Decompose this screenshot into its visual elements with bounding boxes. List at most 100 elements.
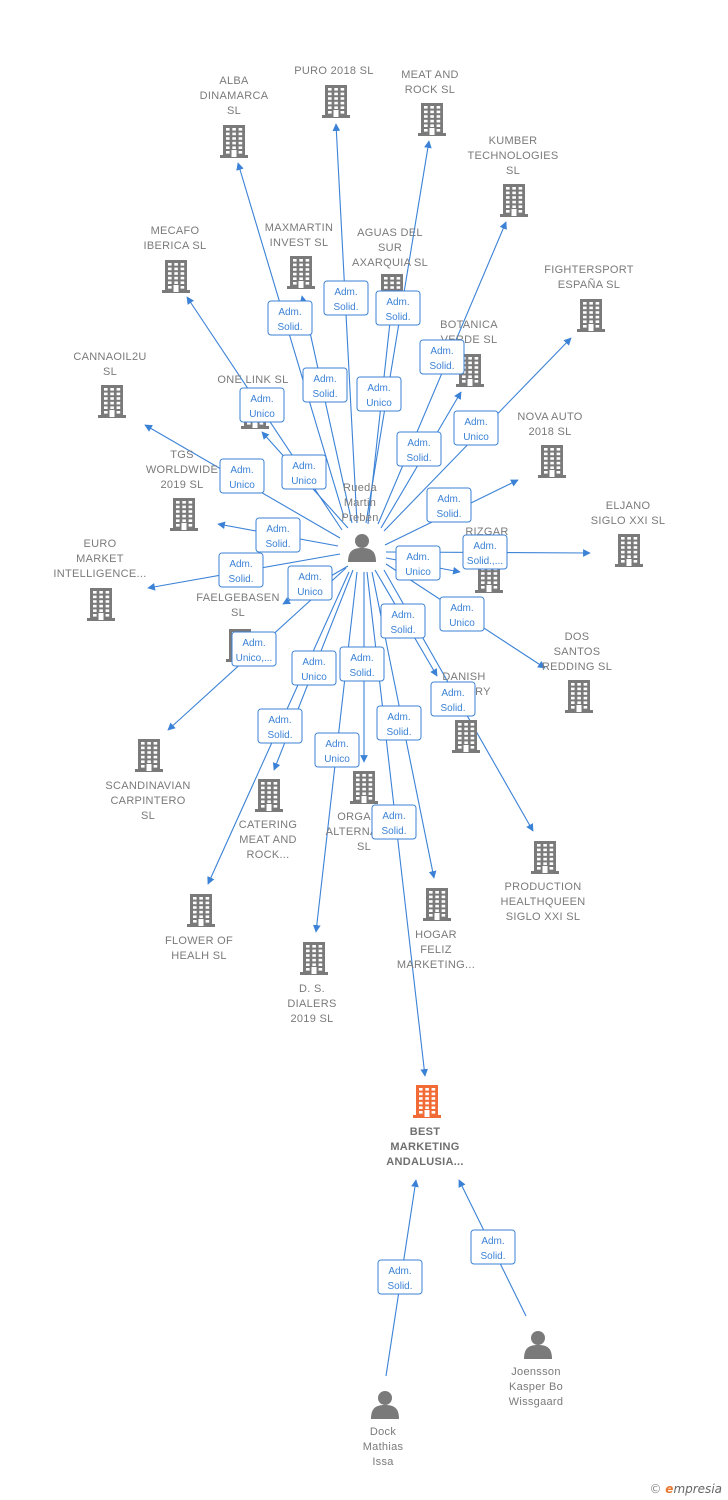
role-badge-text: Adm. [450,603,473,614]
building-icon [187,894,215,927]
role-badge-box [219,458,265,494]
role-badge-text: Unico [324,754,350,765]
role-badge-box [426,487,472,523]
brand-name: mpresia [673,1482,722,1496]
node-label: KUMBER [489,135,538,147]
role-badge-rueda-meat: Adm.Solid. [375,290,421,326]
role-badge-text: Adm. [334,287,357,298]
role-badge-text: Adm. [292,461,315,472]
node-label: INVEST SL [270,237,329,249]
company-node-euro[interactable]: EUROMARKETINTELLIGENCE... [53,538,146,621]
company-node-hogar[interactable]: HOGAR FELIZ MARKETING... [397,888,475,971]
role-badge-text: Adm. [406,552,429,563]
building-icon [135,739,163,772]
node-label: DANISH [442,671,485,683]
building-icon [162,260,190,293]
role-badge-text: Solid. [387,1281,412,1292]
role-badge-text: Adm. [325,739,348,750]
role-badge-text: Adm. [302,657,325,668]
node-label: HEALH SL [171,950,227,962]
node-label: HOGAR [415,929,457,941]
role-badge-box [255,517,301,553]
role-badge-text: Adm. [407,438,430,449]
role-badge-box [287,565,333,601]
company-node-puro[interactable]: PURO 2018 SL [294,65,373,118]
node-label: AGUAS DEL [357,227,423,239]
node-label: ONE LINK SL [217,374,288,386]
role-badge-text: Solid. [385,312,410,323]
brand-initial: e [665,1482,674,1496]
role-badge-box [419,339,465,375]
node-label: 2019 SL [160,479,203,491]
role-badge-text: Adm. [367,383,390,394]
building-icon [220,125,248,158]
role-badge-rueda-tgs: Adm.Solid. [255,517,301,553]
node-label: SIGLO XXI SL [591,515,666,527]
role-badge-rueda-flower: Adm.Solid. [257,708,303,744]
company-node-flower[interactable]: FLOWER OF HEALH SL [165,894,233,962]
role-badge-box [462,534,508,570]
building-icon [531,841,559,874]
role-badge-rueda-best: Adm.Solid. [371,804,417,840]
node-label: DIALERS [287,998,336,1010]
building-icon [423,888,451,921]
role-badge-rueda-rizgar: Adm.Unico [395,545,441,581]
building-icon [87,588,115,621]
role-badge-text: Solid. [436,509,461,520]
node-label: ALBA [219,75,249,87]
badges-layer: Adm.Solid.Adm.Solid.Adm.Solid.Adm.Solid.… [218,280,516,1295]
company-node-best[interactable]: BESTMARKETINGANDALUSIA... [386,1085,464,1168]
building-icon [577,299,605,332]
node-label: MARKETING... [397,959,475,971]
role-badge-rueda-cannaoil: Adm.Unico [219,458,265,494]
role-badge-text: Unico [366,398,392,409]
role-badge-rueda-dossantos: Adm.Unico [439,596,485,632]
role-badge-text: Unico [229,480,255,491]
role-badge-text: Unico [291,476,317,487]
role-badge-rueda-novaauto: Adm.Solid. [426,487,472,523]
node-label: FLOWER OF [165,935,233,947]
role-badge-text: Adm. [278,307,301,318]
role-badge-box [396,431,442,467]
node-label: ROCK... [246,849,289,861]
role-badge-rueda-fightersport: Adm.Unico [453,410,499,446]
node-label: REDDING SL [542,661,612,673]
copyright-symbol: © [649,1482,662,1496]
building-icon [413,1085,441,1118]
role-badge-text: Adm. [350,653,373,664]
building-icon [350,771,378,804]
node-label: EURO [84,538,117,550]
node-label: PRODUCTION [505,881,582,893]
node-label: CARPINTERO [110,795,185,807]
role-badge-box [339,646,385,682]
role-badge-box [218,552,264,588]
role-badge-box [395,545,441,581]
node-label: FELIZ [420,944,451,956]
role-badge-text: Solid. [228,574,253,585]
node-label: MEAT AND [401,69,459,81]
building-icon [452,720,480,753]
node-label: DINAMARCA [200,90,269,102]
node-label: IBERICA SL [144,240,207,252]
person-icon [524,1331,552,1359]
